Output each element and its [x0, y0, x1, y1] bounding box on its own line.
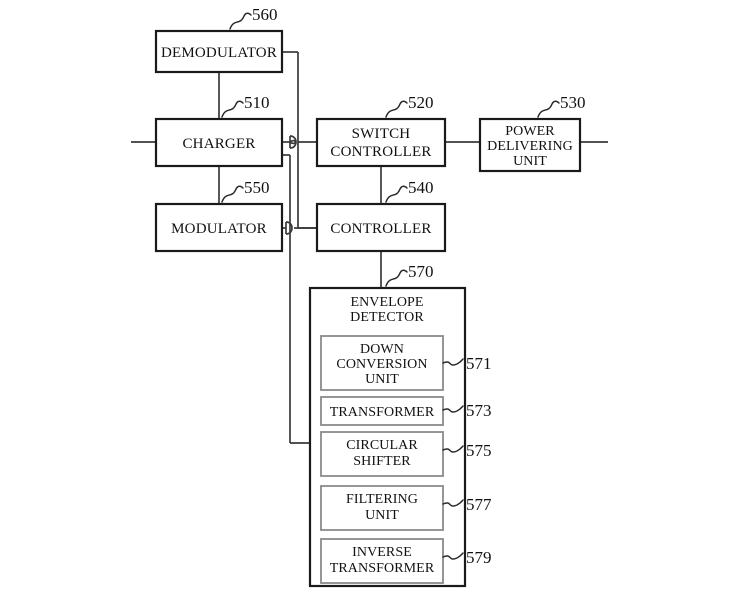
- block-controller-label: CONTROLLER: [330, 221, 431, 237]
- leader-577: [442, 499, 464, 507]
- block-charger-label: CHARGER: [182, 136, 255, 152]
- block-envelope-detector-label-2: DETECTOR: [350, 310, 424, 325]
- leader-510: [221, 100, 244, 118]
- leader-573: [442, 405, 464, 413]
- subblock-575-label-1: CIRCULAR: [346, 438, 418, 453]
- refnum-579: 579: [466, 548, 492, 567]
- block-power-delivering-unit: [478, 117, 582, 173]
- leader-579: [442, 552, 464, 560]
- subblock-575-label-2: SHIFTER: [353, 454, 411, 469]
- refnum-530: 530: [560, 93, 586, 112]
- leader-540: [385, 185, 408, 203]
- subblock-transformer: [320, 396, 444, 426]
- leader-575: [442, 445, 464, 453]
- wire-hop-bump-modulator: [285, 221, 293, 235]
- subblock-571-label-1: DOWN: [360, 342, 404, 357]
- leader-550: [221, 185, 244, 203]
- refnum-571: 571: [466, 354, 492, 373]
- subblock-579-label-1: INVERSE: [352, 545, 412, 560]
- block-envelope-detector-label-1: ENVELOPE: [350, 295, 423, 310]
- refnum-560: 560: [252, 5, 278, 24]
- leader-530: [537, 100, 560, 118]
- block-modulator-label: MODULATOR: [171, 221, 267, 237]
- block-switch-controller: [315, 117, 447, 168]
- subblock-filtering-unit: [320, 485, 444, 531]
- refnum-510: 510: [244, 93, 270, 112]
- leader-560: [229, 12, 252, 30]
- refnum-575: 575: [466, 441, 492, 460]
- subblock-579-label-2: TRANSFORMER: [330, 561, 435, 576]
- block-controller: [315, 202, 447, 253]
- subblock-577-label-1: FILTERING: [346, 492, 418, 507]
- leader-570: [385, 269, 408, 287]
- block-power-delivering-unit-label-3: UNIT: [513, 154, 547, 169]
- leader-520: [385, 100, 408, 118]
- block-power-delivering-unit-label-1: POWER: [505, 124, 555, 139]
- subblock-573-label-1: TRANSFORMER: [330, 405, 435, 420]
- block-switch-controller-label-1: SWITCH: [352, 126, 411, 142]
- subblock-down-conversion-unit: [320, 335, 444, 391]
- leader-571: [442, 358, 464, 366]
- refnum-573: 573: [466, 401, 492, 420]
- refnum-570: 570: [408, 262, 434, 281]
- block-demodulator: [154, 29, 284, 74]
- block-modulator: [154, 202, 284, 253]
- refnum-550: 550: [244, 178, 270, 197]
- refnum-520: 520: [408, 93, 434, 112]
- block-demodulator-label: DEMODULATOR: [161, 45, 277, 61]
- subblock-571-label-2: CONVERSION: [336, 357, 427, 372]
- refnum-577: 577: [466, 495, 492, 514]
- block-charger: [154, 117, 284, 168]
- subblock-577-label-2: UNIT: [365, 508, 399, 523]
- subblock-circular-shifter: [320, 431, 444, 477]
- block-switch-controller-label-2: CONTROLLER: [330, 144, 431, 160]
- refnum-540: 540: [408, 178, 434, 197]
- wire-hop-bump-charger: [289, 135, 297, 149]
- block-power-delivering-unit-label-2: DELIVERING: [487, 139, 573, 154]
- subblock-inverse-transformer: [320, 538, 444, 584]
- subblock-571-label-3: UNIT: [365, 372, 399, 387]
